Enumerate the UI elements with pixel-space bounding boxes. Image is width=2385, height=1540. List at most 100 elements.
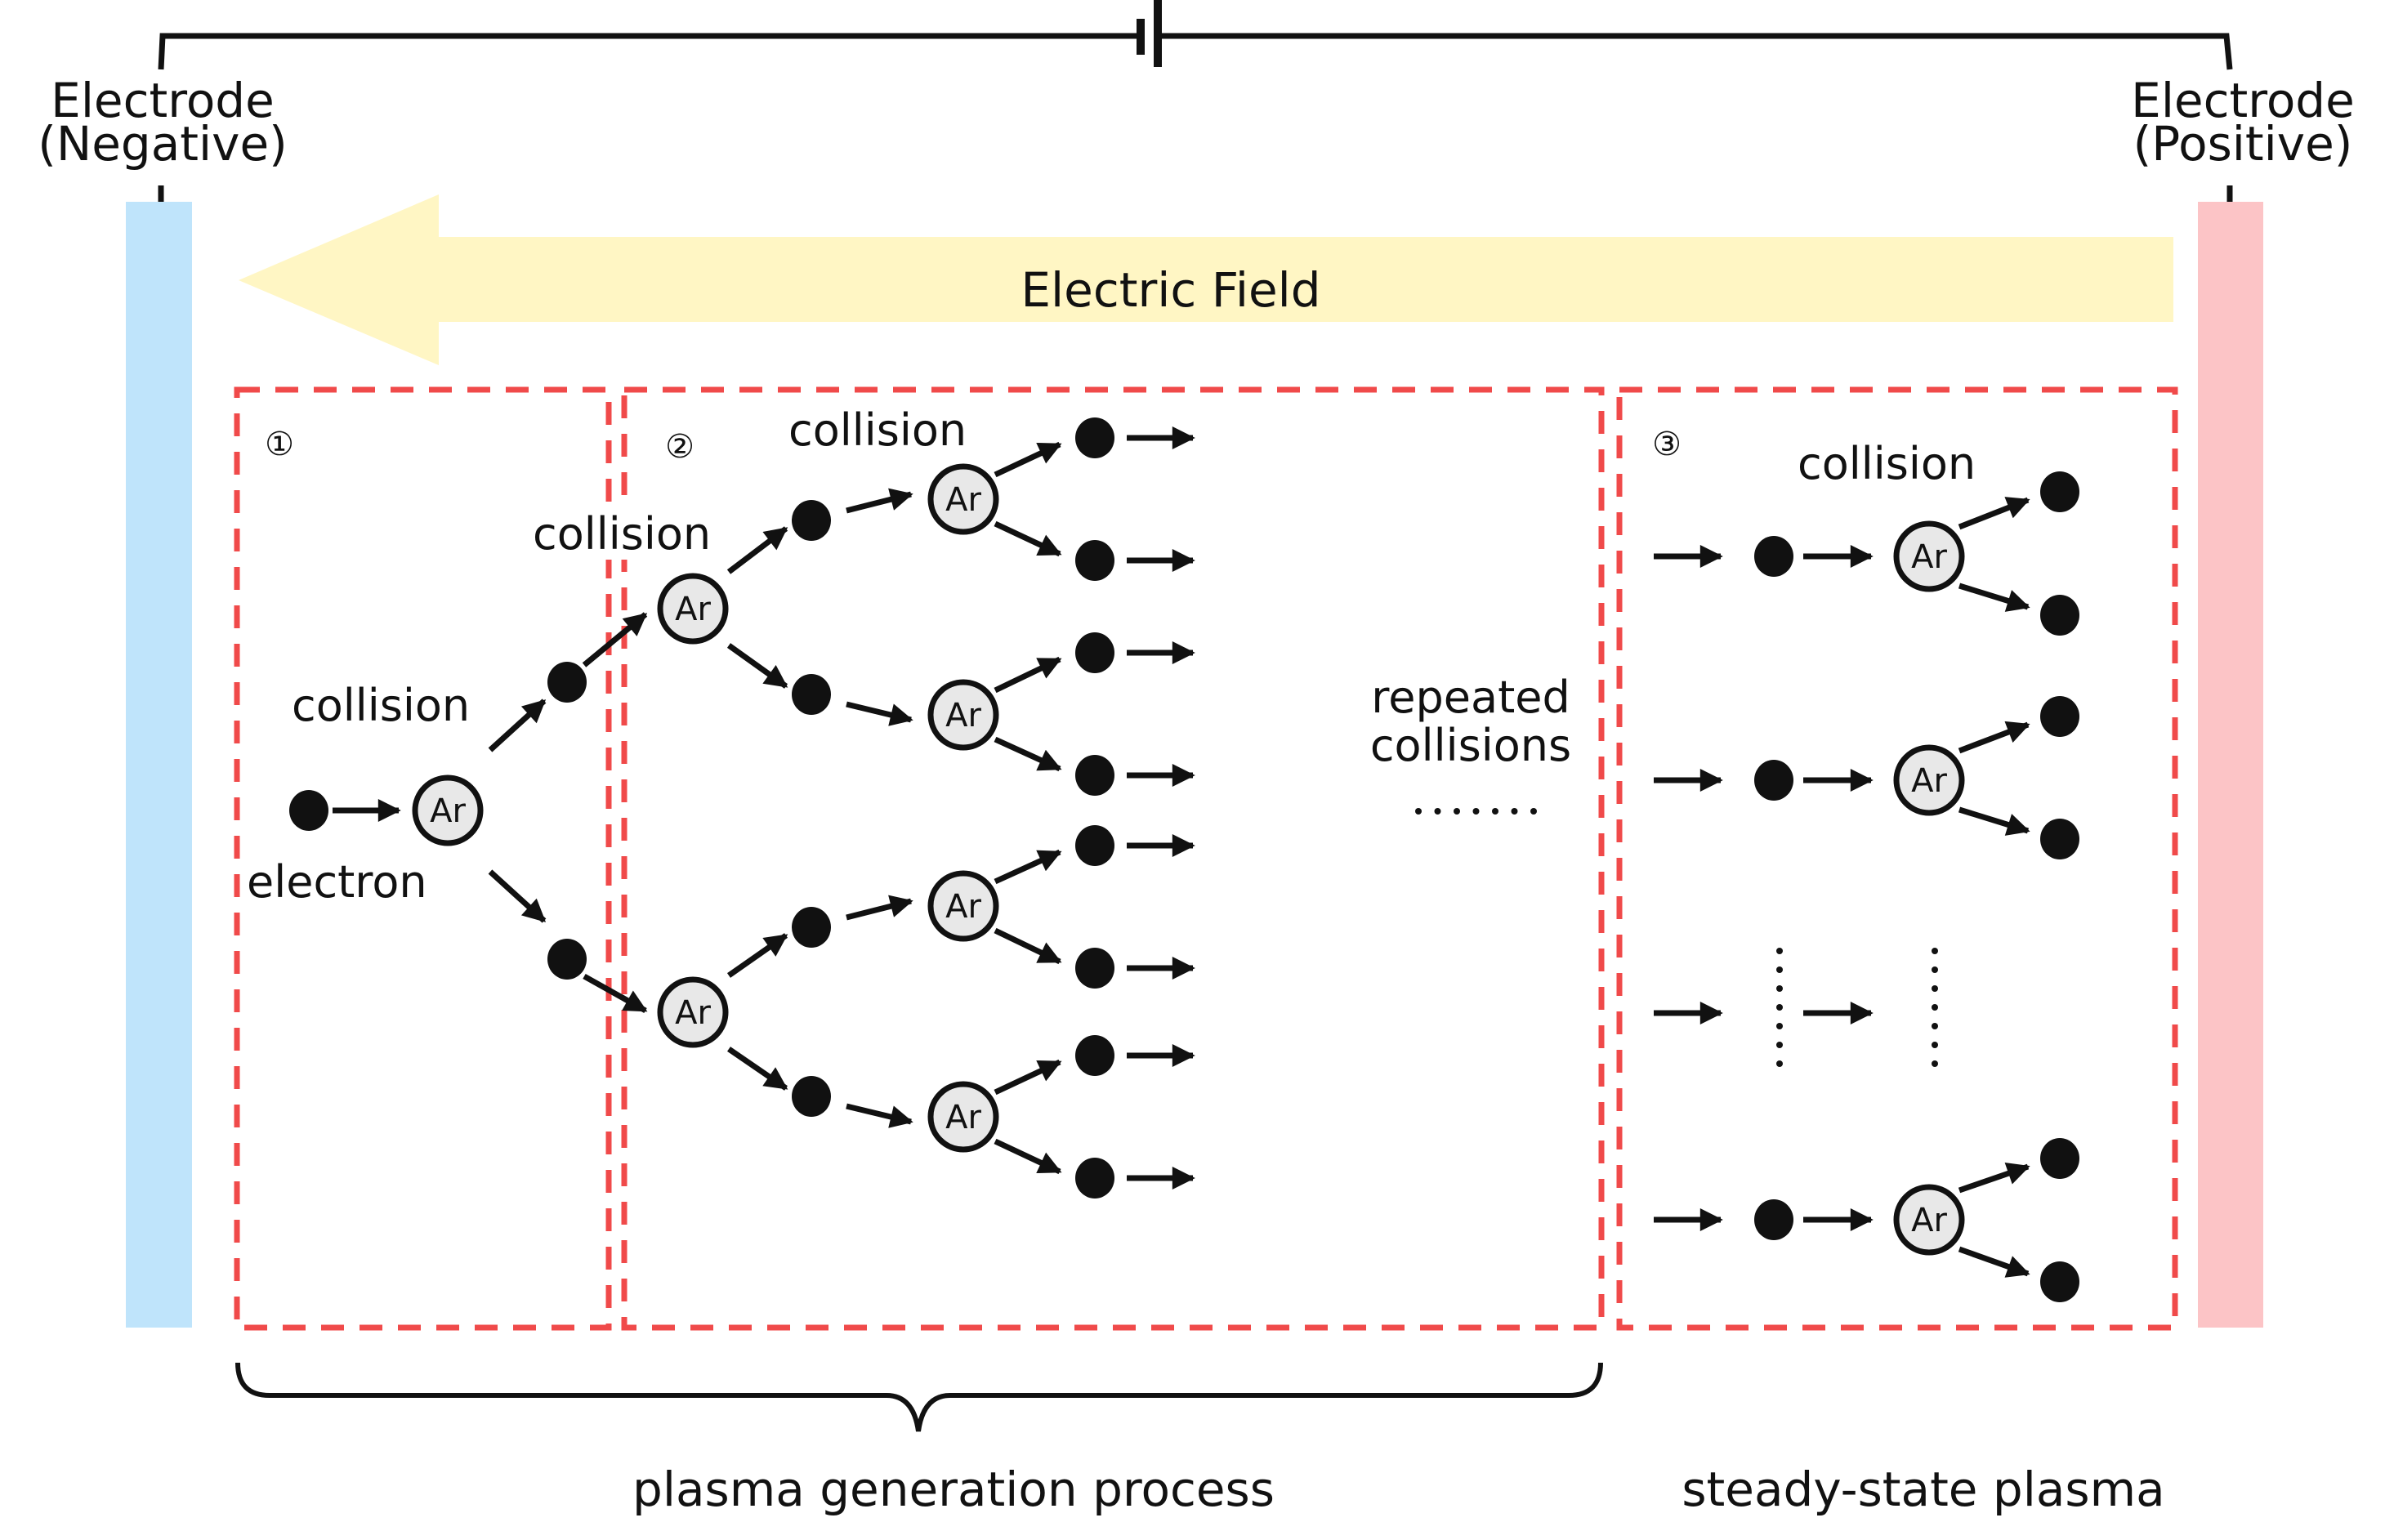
ellipsis-dot: [1932, 1023, 1938, 1029]
ellipsis-dot: [1434, 808, 1441, 815]
arrow: [994, 927, 1062, 965]
ellipsis-dot: [1776, 1004, 1783, 1011]
electron-particle: [289, 790, 328, 831]
positive-electrode-label: Electrode: [2131, 73, 2355, 128]
arrow: [994, 520, 1062, 557]
arrow: [846, 895, 913, 921]
ellipsis-dot: [1511, 808, 1518, 815]
ellipsis-dot: [1776, 948, 1783, 954]
argon-label: Ar: [1911, 1202, 1947, 1239]
svg-text:③: ③: [1652, 426, 1682, 463]
plasma-generation-brace: [235, 1362, 1603, 1432]
argon-circle: [1893, 744, 1965, 816]
argon-circle: [927, 870, 999, 942]
argon-atom: Ar: [927, 870, 999, 942]
collision-label: collision: [1798, 438, 1976, 489]
ellipsis-dot: [1932, 966, 1938, 973]
argon-label: Ar: [945, 1099, 981, 1136]
electron-particle: [2040, 819, 2079, 859]
svg-text:②: ②: [665, 428, 695, 466]
arrow: [846, 701, 913, 726]
argon-atom: Ar: [657, 976, 729, 1048]
negative-electrode: [126, 202, 192, 1328]
arrow: [994, 656, 1062, 694]
electron-particle: [1075, 1158, 1114, 1199]
stage-2-box: [621, 386, 1605, 1331]
electron-particle: [792, 1076, 831, 1117]
arrow: [1958, 806, 2030, 836]
electric-field-arrow: [239, 194, 2173, 365]
electron-particle: [547, 939, 587, 980]
ellipsis-dots: [1415, 808, 1537, 815]
arrow: [1958, 721, 2030, 754]
negative-electrode-polarity: (Negative): [38, 116, 288, 172]
arrow: [726, 643, 788, 689]
electron-particle: [792, 907, 831, 948]
argon-atom: Ar: [412, 774, 484, 846]
arrow: [583, 973, 648, 1014]
argon-circle: [927, 463, 999, 535]
collision-label: collision: [292, 680, 470, 731]
electron-particle: [792, 500, 831, 541]
arrow: [727, 1047, 788, 1091]
argon-label: Ar: [945, 888, 981, 926]
ellipsis-dot: [1932, 1004, 1938, 1011]
electron-particle: [1075, 1035, 1114, 1076]
electron-particle: [1075, 825, 1114, 866]
electron-particle: [1075, 417, 1114, 458]
arrow: [1958, 1246, 2030, 1278]
collision-label: collision: [788, 404, 967, 456]
ellipsis-dot: [1776, 1023, 1783, 1029]
collision-label: collision: [533, 508, 711, 560]
electron-particle: [2040, 1138, 2079, 1179]
svg-text:①: ①: [265, 426, 294, 463]
repeated-collisions-label: repeated: [1371, 672, 1570, 723]
arrow: [1958, 497, 2030, 530]
argon-atom: Ar: [1893, 744, 1965, 816]
argon-atom: Ar: [1893, 1184, 1965, 1256]
argon-circle: [1893, 520, 1965, 592]
stage-1-number: ①: [265, 426, 294, 463]
ellipsis-dot: [1932, 1060, 1938, 1067]
arrow: [1958, 583, 2030, 612]
argon-label: Ar: [675, 994, 711, 1032]
electron-particle: [1075, 540, 1114, 581]
electron-particle: [2040, 1261, 2079, 1302]
electron-particle: [1754, 760, 1793, 801]
positive-electrode: [2198, 202, 2263, 1328]
argon-circle: [927, 679, 999, 751]
ellipsis-dot: [1776, 966, 1783, 973]
ellipsis-dot: [1932, 1042, 1938, 1048]
ellipsis-dot: [1932, 948, 1938, 954]
argon-label: Ar: [1911, 762, 1947, 800]
battery-symbol-icon: [1137, 0, 1162, 67]
electron-label: electron: [247, 856, 427, 908]
arrow: [726, 526, 788, 574]
electron-particle: [547, 662, 587, 703]
argon-circle: [927, 1081, 999, 1153]
electron-particle: [2040, 595, 2079, 636]
ellipsis-dot: [1492, 808, 1498, 815]
electron-particle: [1075, 948, 1114, 989]
argon-circle: [412, 774, 484, 846]
stage-1-labels: collision electron: [243, 680, 485, 908]
arrow: [994, 1059, 1062, 1096]
stage-2-labels: collision collision repeated collisions: [529, 404, 1571, 815]
positive-electrode-polarity: (Positive): [2133, 116, 2353, 172]
argon-circle: [657, 573, 729, 645]
argon-label: Ar: [1911, 538, 1947, 576]
ellipsis-dot: [1415, 808, 1422, 815]
arrow: [488, 869, 547, 923]
argon-atom: Ar: [927, 679, 999, 751]
ellipsis-dot: [1932, 985, 1938, 992]
argon-atom: Ar: [927, 463, 999, 535]
arrow: [994, 441, 1062, 478]
ellipsis-dot: [1776, 1060, 1783, 1067]
arrow: [846, 1103, 913, 1128]
stage-3-labels: collision: [1776, 438, 1976, 1067]
stage-3-number: ③: [1652, 426, 1682, 463]
arrow: [582, 612, 648, 667]
ellipsis-dot: [1472, 808, 1480, 815]
argon-label: Ar: [945, 481, 981, 519]
